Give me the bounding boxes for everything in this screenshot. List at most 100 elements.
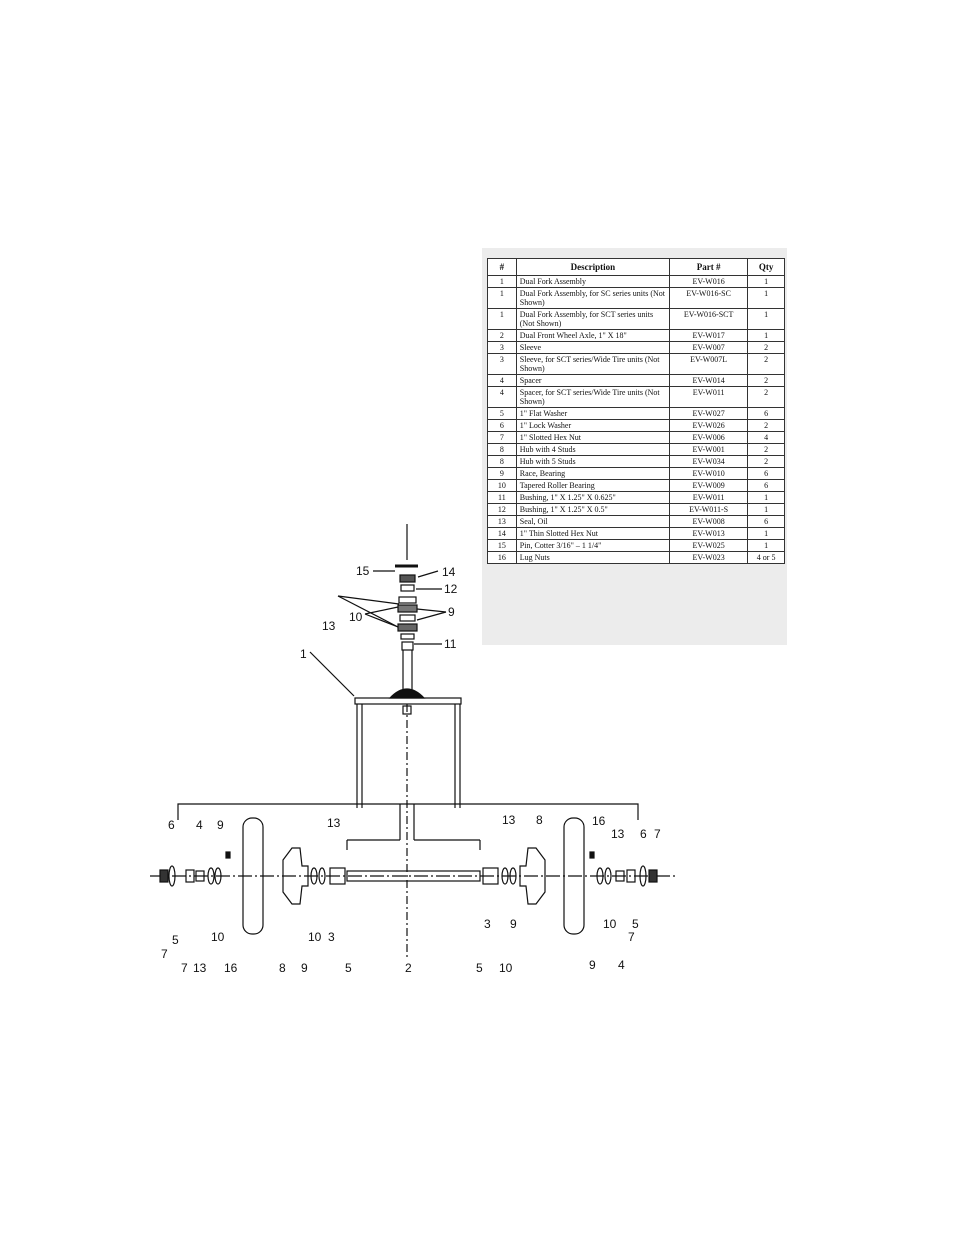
callout-9: 9 bbox=[448, 605, 455, 619]
item-description: Spacer bbox=[515, 374, 671, 387]
item-number: 1 bbox=[487, 287, 517, 309]
item-number: 5 bbox=[487, 407, 517, 420]
item-description: Tapered Roller Bearing bbox=[515, 479, 671, 492]
item-number: 8 bbox=[487, 455, 517, 468]
callout-2: 2 bbox=[405, 961, 412, 975]
callout-16-b: 16 bbox=[224, 961, 238, 975]
item-part-number: EV-W013 bbox=[669, 527, 749, 540]
item-quantity: 2 bbox=[747, 353, 785, 375]
item-description: 1" Flat Washer bbox=[515, 407, 671, 420]
item-description: Bushing, 1" X 1.25" X 0.625" bbox=[515, 491, 671, 504]
callout-10-a: 10 bbox=[211, 930, 225, 944]
callout-10: 10 bbox=[349, 610, 363, 624]
item-part-number: EV-W008 bbox=[669, 515, 749, 528]
item-part-number: EV-W009 bbox=[669, 479, 749, 492]
item-part-number: EV-W023 bbox=[669, 551, 749, 564]
callout-13-right-b: 13 bbox=[611, 827, 625, 841]
item-quantity: 2 bbox=[747, 419, 785, 432]
item-description: Spacer, for SCT series/Wide Tire units (… bbox=[515, 386, 671, 408]
callout-10-b: 10 bbox=[308, 930, 322, 944]
callout-13: 13 bbox=[322, 619, 336, 633]
item-number: 9 bbox=[487, 467, 517, 480]
callout-7-b: 7 bbox=[181, 961, 188, 975]
item-quantity: 2 bbox=[747, 386, 785, 408]
callout-10-c: 10 bbox=[499, 961, 513, 975]
item-quantity: 6 bbox=[747, 467, 785, 480]
callout-1: 1 bbox=[300, 647, 307, 661]
callout-8-right: 8 bbox=[536, 813, 543, 827]
item-description: Dual Fork Assembly, for SC series units … bbox=[515, 287, 671, 309]
parts-table-header-row: # Description Part # Qty bbox=[487, 258, 785, 276]
item-number: 12 bbox=[487, 503, 517, 516]
item-quantity: 1 bbox=[747, 275, 785, 288]
item-description: Dual Fork Assembly bbox=[515, 275, 671, 288]
item-number: 8 bbox=[487, 443, 517, 456]
item-number: 2 bbox=[487, 329, 517, 342]
item-part-number: EV-W011 bbox=[669, 386, 749, 408]
item-part-number: EV-W011-S bbox=[669, 503, 749, 516]
item-number: 16 bbox=[487, 551, 517, 564]
item-description: Bushing, 1" X 1.25" X 0.5" bbox=[515, 503, 671, 516]
item-part-number: EV-W034 bbox=[669, 455, 749, 468]
item-number: 1 bbox=[487, 308, 517, 330]
callout-6-right: 6 bbox=[640, 827, 647, 841]
callout-7-a: 7 bbox=[161, 947, 168, 961]
callout-3-b: 3 bbox=[484, 917, 491, 931]
item-description: Race, Bearing bbox=[515, 467, 671, 480]
header-quantity: Qty bbox=[747, 258, 785, 276]
item-number: 15 bbox=[487, 539, 517, 552]
callout-15: 15 bbox=[356, 564, 370, 578]
item-number: 11 bbox=[487, 491, 517, 504]
item-description: Dual Front Wheel Axle, 1" X 18" bbox=[515, 329, 671, 342]
item-description: Hub with 5 Studs bbox=[515, 455, 671, 468]
item-quantity: 1 bbox=[747, 539, 785, 552]
item-description: Lug Nuts bbox=[515, 551, 671, 564]
item-quantity: 6 bbox=[747, 479, 785, 492]
callout-9-d: 9 bbox=[589, 958, 596, 972]
item-part-number: EV-W016-SCT bbox=[669, 308, 749, 330]
callout-3-a: 3 bbox=[328, 930, 335, 944]
item-part-number: EV-W010 bbox=[669, 467, 749, 480]
item-quantity: 1 bbox=[747, 308, 785, 330]
item-description: 1" Slotted Hex Nut bbox=[515, 431, 671, 444]
item-part-number: EV-W007L bbox=[669, 353, 749, 375]
item-quantity: 1 bbox=[747, 491, 785, 504]
callout-8-b: 8 bbox=[279, 961, 286, 975]
callout-7-right: 7 bbox=[654, 827, 661, 841]
item-description: Dual Fork Assembly, for SCT series units… bbox=[515, 308, 671, 330]
callout-13-b: 13 bbox=[193, 961, 207, 975]
item-quantity: 1 bbox=[747, 527, 785, 540]
item-description: Seal, Oil bbox=[515, 515, 671, 528]
callout-16-right: 16 bbox=[592, 814, 606, 828]
callout-14: 14 bbox=[442, 565, 456, 579]
callout-5-a: 5 bbox=[172, 933, 179, 947]
item-quantity: 4 or 5 bbox=[747, 551, 785, 564]
item-number: 14 bbox=[487, 527, 517, 540]
item-quantity: 2 bbox=[747, 443, 785, 456]
callout-5-d: 5 bbox=[632, 917, 639, 931]
callout-13-left: 13 bbox=[327, 816, 341, 830]
item-part-number: EV-W001 bbox=[669, 443, 749, 456]
callout-11: 11 bbox=[444, 637, 457, 651]
item-part-number: EV-W007 bbox=[669, 341, 749, 354]
callout-4-b: 4 bbox=[618, 958, 625, 972]
header-number: # bbox=[487, 258, 517, 276]
item-description: Sleeve bbox=[515, 341, 671, 354]
callout-6-left: 6 bbox=[168, 818, 175, 832]
callout-5-b: 5 bbox=[345, 961, 352, 975]
callout-10-d: 10 bbox=[603, 917, 617, 931]
item-part-number: EV-W017 bbox=[669, 329, 749, 342]
